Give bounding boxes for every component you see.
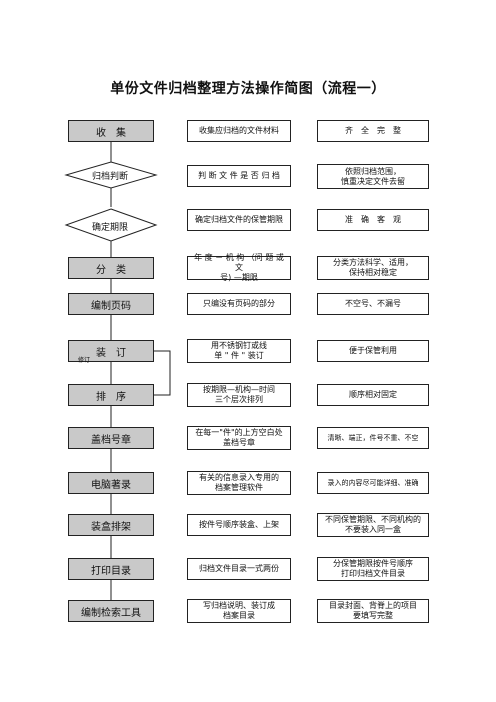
step-label: 编制检索工具	[81, 607, 141, 619]
action-box-index: 写归档说明、装订成 档案目录	[187, 599, 291, 623]
principle-box-entry: 录入的内容尽可能详细、准确	[317, 472, 429, 494]
step-label: 装 订	[96, 347, 126, 359]
step-box-classify: 分 类	[68, 257, 154, 279]
decision-diamond-1	[64, 161, 158, 189]
principle-box-sorting: 顺序相对固定	[317, 384, 429, 406]
step-box-collect: 收 集	[68, 120, 154, 142]
decision-diamond-2	[64, 208, 158, 242]
action-box-print: 归档文件目录一式两份	[187, 558, 291, 580]
principle-box-index: 目录封面、背脊上的项目 要填写完整	[317, 599, 429, 623]
step-box-print: 打印目录	[68, 558, 154, 580]
step-sub-label-binding: 修订	[78, 357, 91, 364]
action-box-judge: 判 断 文 件 是 否 归 档	[187, 165, 291, 187]
action-box-sorting: 按期限—机构—时间 三个层次排列	[187, 383, 291, 407]
principle-box-period: 准 确 客 观	[317, 209, 429, 231]
action-box-binding: 用不锈钢钉或线 单 " 件 " 装订	[187, 339, 291, 363]
step-label: 盖档号章	[91, 434, 131, 446]
step-box-pagination: 编制页码	[68, 293, 154, 315]
step-box-index: 编制检索工具	[68, 600, 154, 622]
action-box-boxing: 按件号顺序装盒、上架	[187, 514, 291, 536]
principle-box-boxing: 不同保管期限、不同机构的 不要装入同一盒	[317, 513, 429, 537]
step-label: 装盒排架	[91, 521, 131, 533]
step-box-binding: 装 订	[68, 340, 154, 362]
principle-box-stamp: 清晰、端正，件号不重、不空	[317, 427, 429, 449]
step-box-sorting: 排 序	[68, 384, 154, 406]
principle-box-binding: 便于保管利用	[317, 340, 429, 362]
binding-loop-connector	[154, 350, 171, 396]
step-label: 打印目录	[91, 565, 131, 577]
step-box-entry: 电脑著录	[68, 472, 154, 494]
action-box-period: 确定归档文件的保管期限	[187, 209, 291, 231]
principle-box-judge: 依照归档范围， 慎重决定文件去留	[317, 164, 429, 189]
step-box-boxing: 装盒排架	[68, 514, 154, 536]
action-box-pagination: 只编没有页码的部分	[187, 293, 291, 315]
page-title: 单份文件归档整理方法操作简图（流程一）	[110, 81, 386, 97]
step-label: 编制页码	[91, 300, 131, 312]
step-label: 收 集	[96, 127, 126, 139]
principle-box-pagination: 不空号、不漏号	[317, 293, 429, 315]
step-label-period: 确定期限	[91, 223, 128, 233]
step-label: 分 类	[96, 264, 126, 276]
step-box-stamp: 盖档号章	[68, 427, 154, 449]
action-box-classify: 年 度 － 机 构 （问 题 或 文 号) —期限	[187, 253, 291, 282]
principle-box-collect: 齐 全 完 整	[317, 120, 429, 142]
principle-box-classify: 分类方法科学、适用， 保持相对稳定	[317, 256, 429, 280]
step-label: 排 序	[96, 391, 126, 403]
step-label-judge: 归档判断	[91, 172, 128, 182]
action-box-stamp: 在每一"件"的上方空白处 盖档号章	[187, 426, 291, 450]
step-label: 电脑著录	[91, 479, 131, 491]
action-box-entry: 有关的信息录入专用的 档案管理软件	[187, 471, 291, 495]
action-box-collect: 收集应归档的文件材料	[187, 120, 291, 142]
principle-box-print: 分保管期限按件号顺序 打印归档文件目录	[317, 557, 429, 581]
